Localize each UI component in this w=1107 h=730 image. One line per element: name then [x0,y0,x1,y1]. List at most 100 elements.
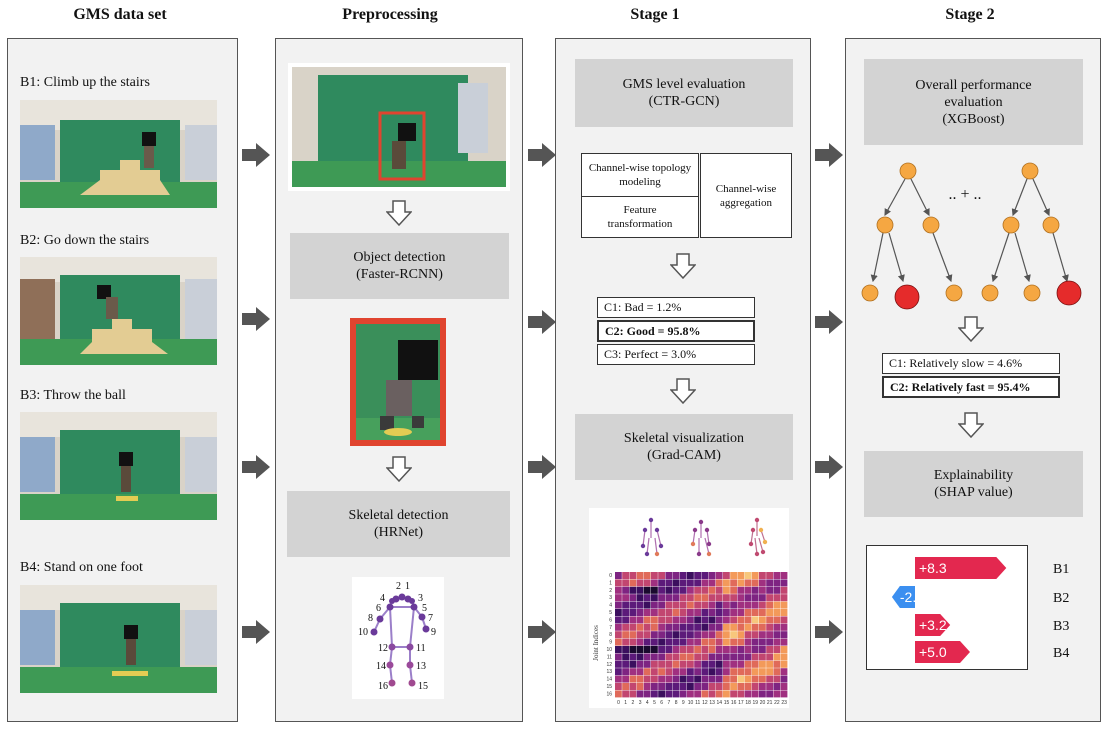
stage1-column-title: Stage 1 [630,6,680,23]
heatmap-cell [730,631,737,639]
heatmap-cell [723,586,730,594]
heatmap-ytick: 15 [606,684,612,690]
skeletal-detection-box: Skeletal detection (HRNet) [287,491,510,557]
heatmap-cell [780,690,788,698]
b3-label: B3: Throw the ball [20,388,126,403]
heatmap-cell [687,653,694,661]
heatmap-cell [708,586,716,594]
heatmap-cell [665,653,673,661]
heatmap-cell [744,660,752,668]
heatmap-cell [672,586,680,594]
b2-photo [20,257,217,365]
heatmap-cell [730,579,737,587]
heatmap-cell [759,609,766,616]
heatmap-cell [665,668,673,676]
heatmap-ytick: 0 [609,573,612,579]
joint-label: 1 [405,581,410,592]
heatmap-cell [723,683,730,690]
heatmap-xtick: 17 [738,700,744,706]
heatmap-cell [715,668,723,676]
heatmap-cell [744,675,752,683]
heatmap-xtick: 19 [753,700,759,706]
right-arrow-icon [242,620,270,644]
heatmap-xtick: 5 [653,700,656,706]
shap-bar-b2 [891,586,915,608]
heatmap-cell [687,623,694,631]
heatmap-cell [658,631,665,639]
heatmap-cell [694,631,701,639]
heatmap-cell [622,646,629,653]
heatmap-cell [730,609,737,616]
heatmap-cell [629,675,637,683]
heatmap-cell [744,572,752,579]
heatmap-cell [715,601,723,609]
stage2-column-title: Stage 2 [945,6,995,23]
skeletal-detection-title: Skeletal detection [348,508,449,523]
joint-label: 6 [376,603,381,614]
heatmap-cell [759,631,766,639]
heatmap-cell [687,646,694,653]
heatmap-cell [766,675,773,683]
heatmap-cell [636,586,644,594]
heatmap-cell [651,631,658,639]
heatmap-xtick: 10 [688,700,694,706]
joint-label: 7 [428,613,433,624]
heatmap-cell [651,653,658,661]
heatmap-cell [643,572,651,579]
heatmap-ytick: 3 [609,595,612,601]
joint-label: 16 [378,681,388,692]
heatmap-cell [737,660,745,668]
heatmap-cell [694,572,701,579]
heatmap-cell [751,638,759,646]
heatmap-ytick: 7 [609,625,612,631]
heatmap-cell [708,653,716,661]
shap-value-label: -2.1 [900,589,924,605]
heatmap-cell [679,683,687,690]
heatmap-cell [759,653,766,661]
heatmap-cell [694,601,701,609]
heatmap-cell [615,579,622,587]
heatmap-cell [622,660,629,668]
heatmap-cell [672,646,680,653]
b4-photo [20,585,217,693]
heatmap-cell [622,631,629,639]
heatmap-cell [651,675,658,683]
heatmap-cell [715,675,723,683]
heatmap-cell [687,586,694,594]
heatmap-cell [744,601,752,609]
heatmap-cell [708,601,716,609]
heatmap-cell [643,616,651,624]
heatmap-cell [615,616,622,624]
heatmap-cell [672,653,680,661]
heatmap-cell [658,675,665,683]
heatmap-cell [780,631,788,639]
heatmap-cell [658,623,665,631]
heatmap-cell [744,594,752,602]
heatmap-xtick: 6 [660,700,663,706]
heatmap-cell [622,690,629,698]
heatmap-cell [687,572,694,579]
explainability-title: Explainability [933,468,1014,483]
heatmap-cell [629,601,637,609]
heatmap-cell [651,638,658,646]
heatmap-cell [615,638,622,646]
overall-evaluation-model: (XGBoost) [942,111,1005,127]
heatmap-cell [672,638,680,646]
heatmap-cell [672,668,680,676]
heatmap-cell [715,683,723,690]
heatmap-cell [708,638,716,646]
heatmap-cell [629,631,637,639]
heatmap-cell [672,594,680,602]
heatmap-cell [665,594,673,602]
heatmap-cell [694,616,701,624]
tree-node [981,284,999,302]
heatmap-cell [737,668,745,676]
tree-node [876,216,894,234]
heatmap-cell [766,586,773,594]
heatmap-cell [636,631,644,639]
heatmap-cell [672,601,680,609]
heatmap-cell [766,653,773,661]
heatmap-cell [687,668,694,676]
heatmap-cell [615,683,622,690]
heatmap-cell [701,646,709,653]
